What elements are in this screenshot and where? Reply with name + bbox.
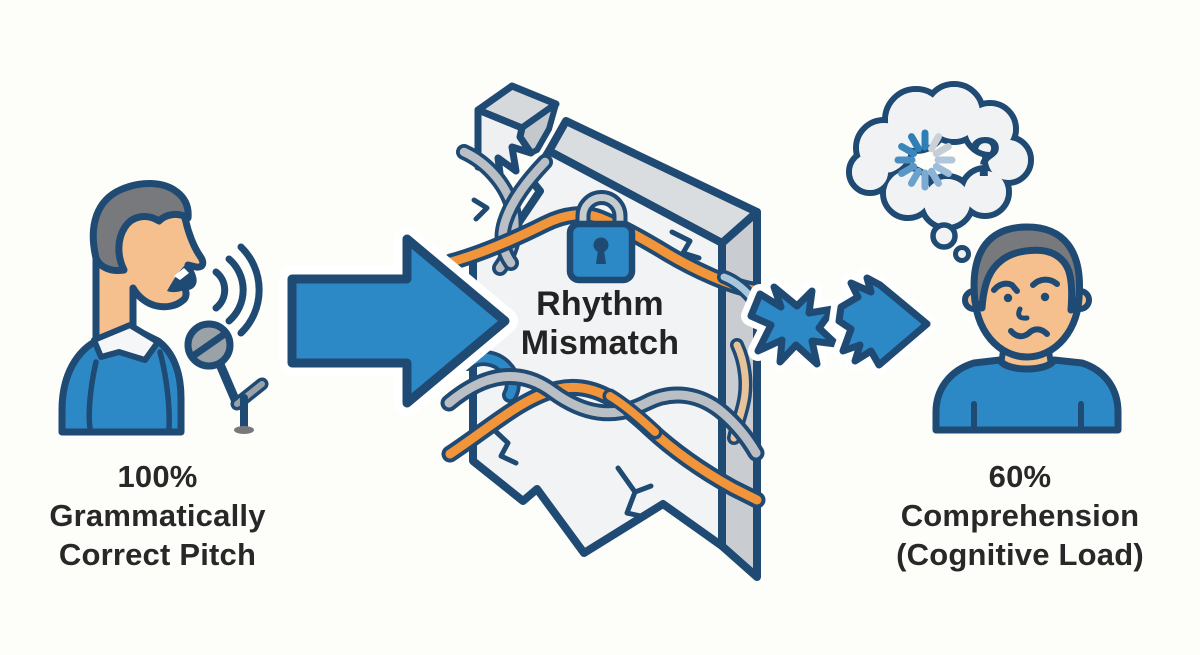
broken-arrow-head	[835, 274, 931, 369]
microphone-head-stripe	[189, 329, 230, 360]
listener-torso	[932, 356, 1122, 434]
sound-waves-icon	[212, 243, 263, 337]
speaker-collar	[91, 322, 161, 363]
speaker-side-seam	[157, 349, 172, 431]
listener-hair	[970, 223, 1083, 314]
lock-keyhole	[593, 237, 609, 253]
speaker-arm-seam	[86, 359, 99, 431]
label-barrier: Rhythm Mismatch	[488, 285, 712, 363]
label-comprehension: 60% Comprehension (Cognitive Load)	[855, 457, 1185, 574]
speaker-hair	[89, 180, 192, 274]
listener-seams	[971, 401, 1084, 429]
barrier-line1: Rhythm	[536, 285, 664, 323]
comprehension-line1: 60%	[988, 459, 1052, 494]
comprehension-line2: Comprehension	[900, 498, 1140, 533]
listener-brow-right	[1030, 276, 1060, 288]
microphone-icon	[184, 320, 269, 434]
wall-crack-left	[489, 425, 519, 466]
speaker-teeth	[174, 268, 189, 280]
microphone-base	[234, 426, 254, 434]
bubble-trail-large	[930, 222, 958, 250]
listener-eye-left	[1003, 293, 1013, 303]
thought-bubble-icon: ?	[846, 81, 1034, 263]
wall-crack-bottom	[615, 465, 654, 520]
tangled-ropes-icon	[440, 144, 766, 509]
question-mark: ?	[968, 125, 1002, 188]
label-input-pitch: 100% Grammatically Correct Pitch	[15, 457, 300, 574]
input-pitch-line2: Grammatically	[49, 498, 266, 533]
input-pitch-line1: 100%	[117, 459, 198, 494]
loading-spinner-icon	[894, 129, 956, 191]
wall-crack-top-right	[669, 229, 702, 261]
bubble-trail-small	[953, 245, 971, 263]
rope-frayed-end	[471, 197, 490, 222]
confused-person-icon	[932, 223, 1122, 434]
microphone-arm	[214, 357, 242, 409]
listener-eye-right	[1040, 292, 1050, 302]
listener-brow-left	[991, 280, 1020, 294]
lock-icon	[566, 190, 636, 284]
barrier-line2: Mismatch	[520, 324, 680, 362]
broken-arrow-icon	[741, 268, 937, 375]
speaker-person-icon	[58, 180, 207, 436]
flow-arrow-shape	[287, 234, 510, 408]
listener-nose	[1016, 306, 1030, 321]
flow-arrow-icon	[279, 226, 518, 416]
comprehension-line3: (Cognitive Load)	[896, 537, 1144, 572]
listener-mouth	[1008, 326, 1050, 340]
cracked-wall-icon	[440, 82, 766, 581]
broken-arrow-fragment	[747, 283, 840, 368]
input-pitch-line3: Correct Pitch	[58, 537, 257, 572]
